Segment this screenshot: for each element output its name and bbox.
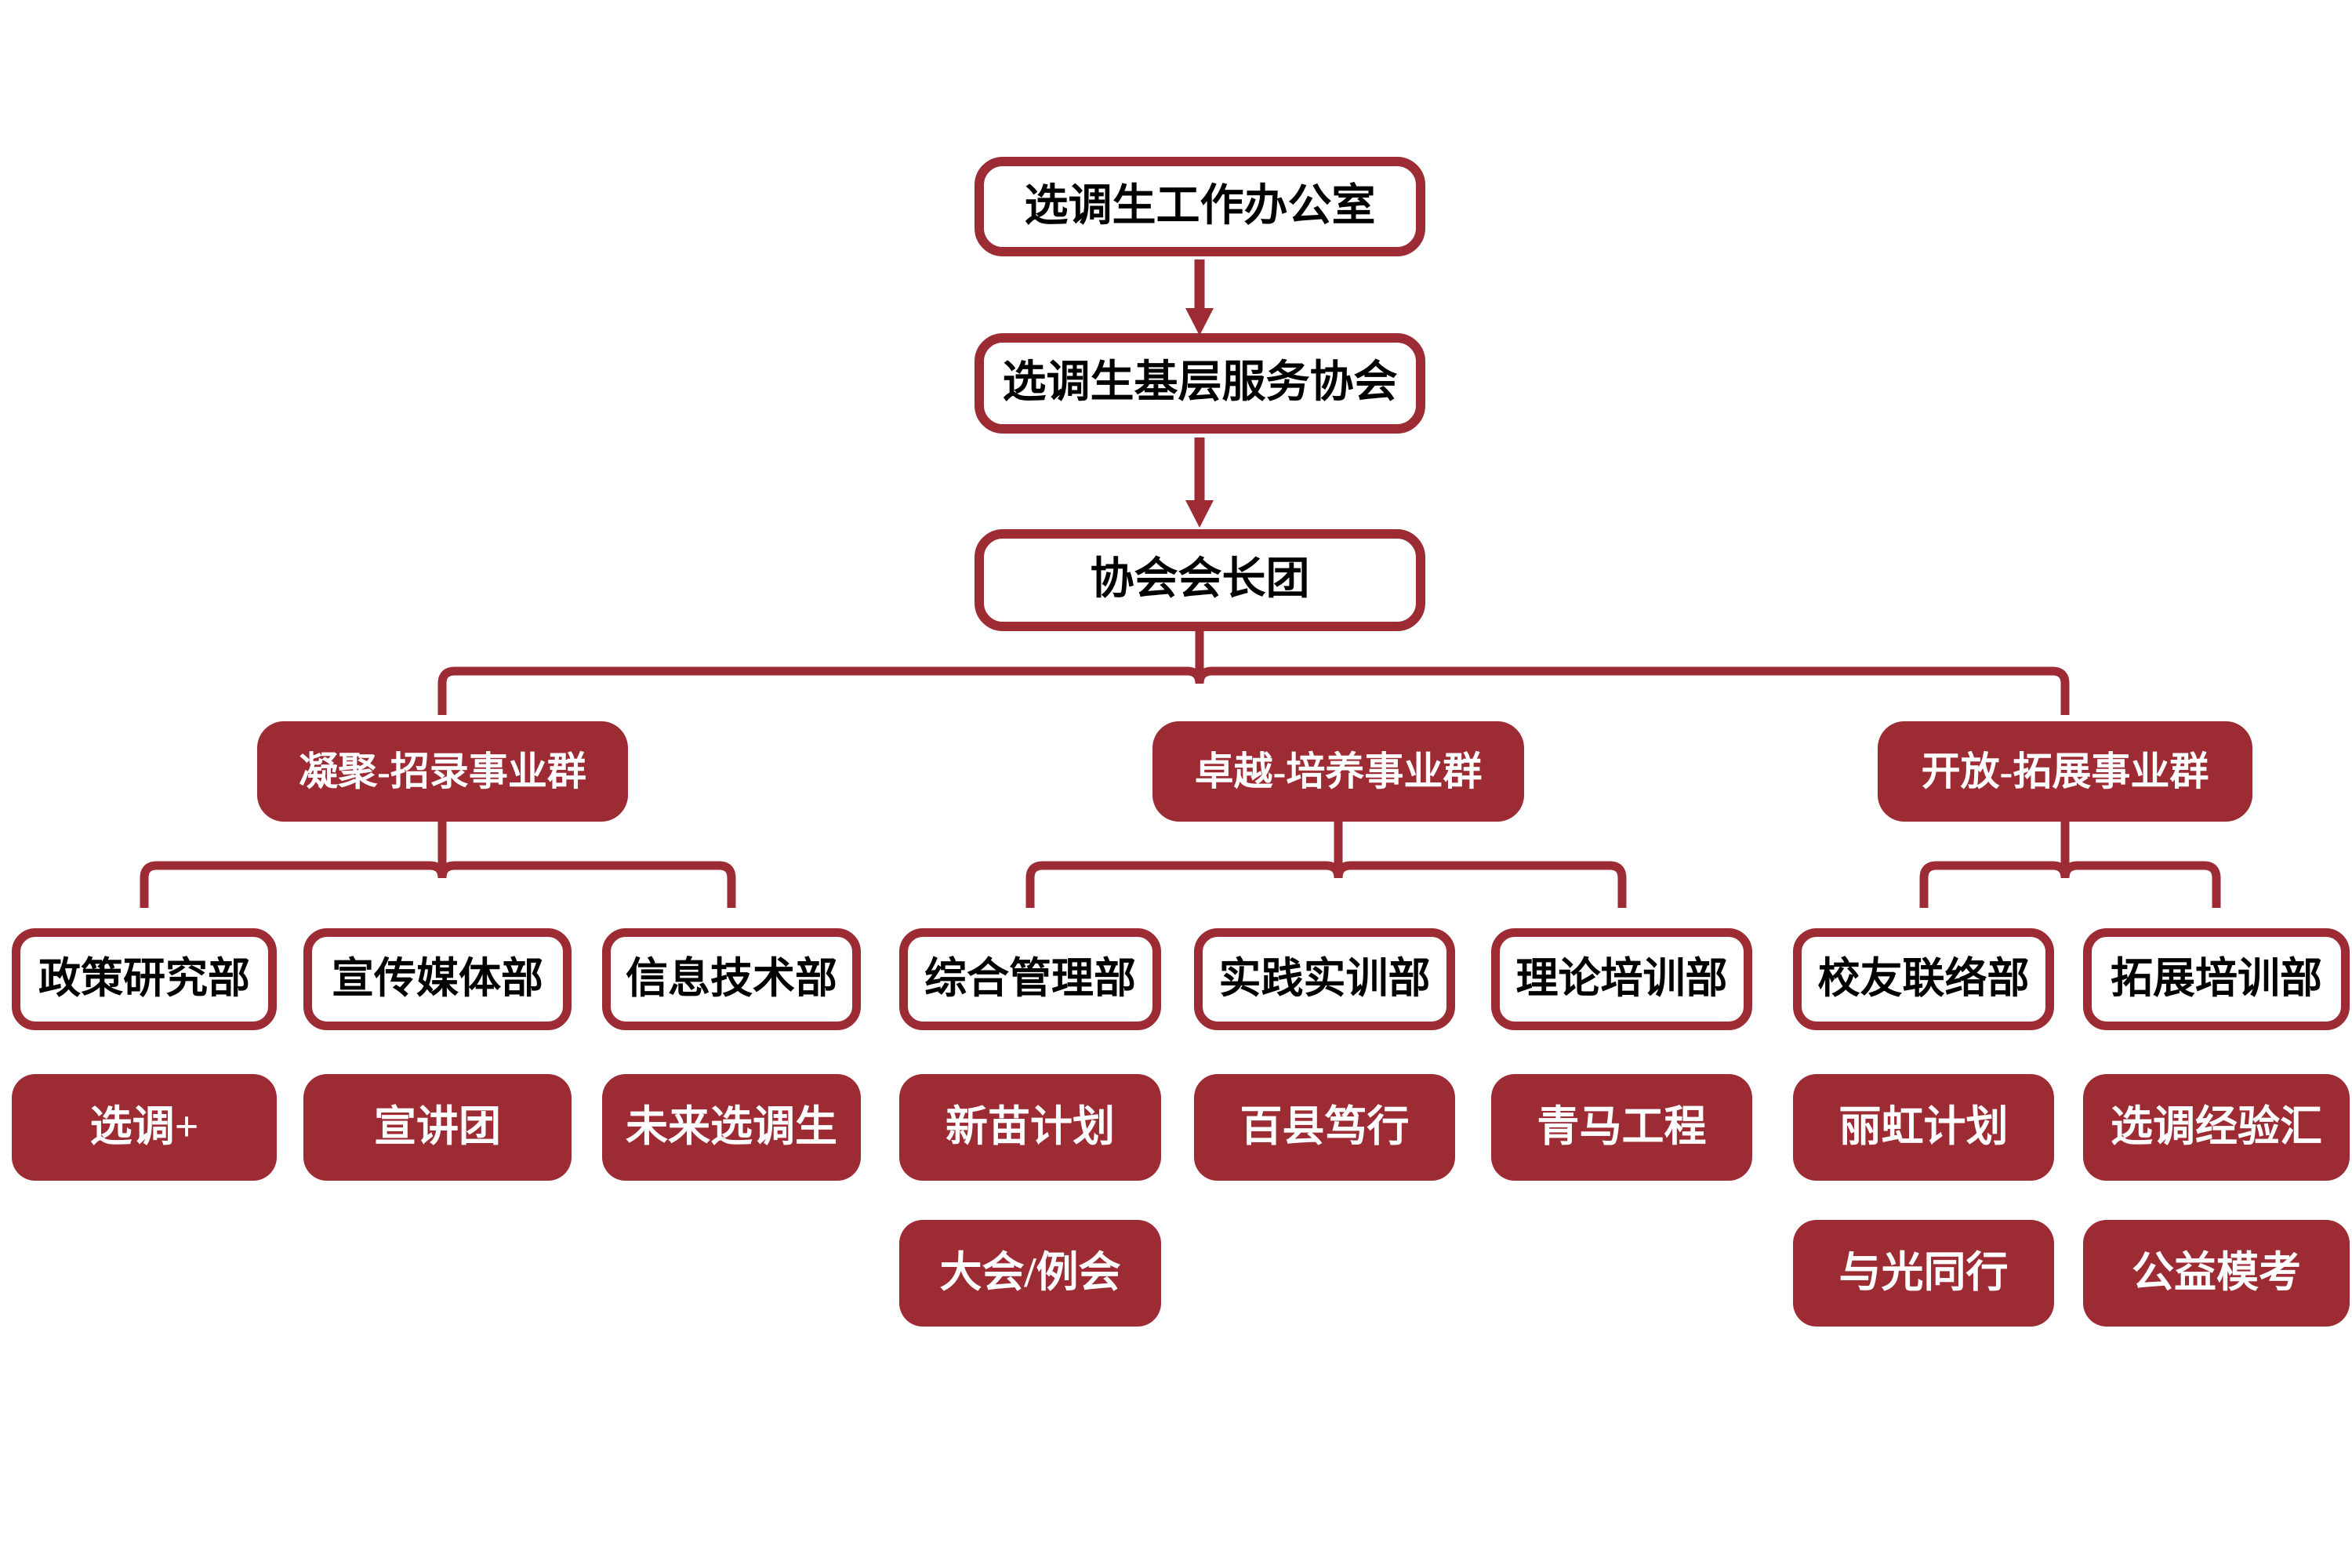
arrow-association-to-presidium	[1185, 437, 1214, 528]
node-program-future-xuandiaosheng: 未来选调生	[602, 1074, 861, 1181]
node-dept-practice-training: 实践实训部	[1194, 928, 1455, 1030]
node-program-xinmiao-plan: 新苗计划	[899, 1074, 1161, 1181]
brace-group2-to-departments	[1025, 822, 1627, 908]
node-program-walk-with-light: 与光同行	[1793, 1220, 2054, 1327]
node-dept-theory-training: 理论培训部	[1491, 928, 1752, 1030]
arrow-office-to-association	[1185, 260, 1214, 336]
node-program-qingma-project: 青马工程	[1491, 1074, 1752, 1181]
node-group-expansion: 开放-拓展事业群	[1878, 721, 2252, 822]
node-program-xuandiao-plus: 选调+	[12, 1074, 277, 1181]
brace-group3-to-departments	[1919, 822, 2221, 908]
node-program-meetings: 大会/例会	[899, 1220, 1161, 1327]
node-dept-media-publicity: 宣传媒体部	[303, 928, 572, 1030]
node-program-lihong-plan: 丽虹计划	[1793, 1074, 2054, 1181]
node-office: 选调生工作办公室	[975, 157, 1425, 256]
node-dept-expansion-training: 拓展培训部	[2083, 928, 2350, 1030]
brace-group1-to-departments	[140, 822, 736, 908]
node-presidium: 协会会长团	[975, 529, 1425, 631]
node-program-baixian-duxing: 百县笃行	[1194, 1074, 1455, 1181]
node-program-experience-hub: 选调经验汇	[2083, 1074, 2350, 1181]
node-group-cultivation: 卓越-培养事业群	[1152, 721, 1524, 822]
node-dept-general-management: 综合管理部	[899, 928, 1161, 1030]
node-program-lecture-group: 宣讲团	[303, 1074, 572, 1181]
brace-presidium-to-groups	[437, 631, 2070, 715]
node-program-charity-mock-exam: 公益模考	[2083, 1220, 2350, 1327]
node-dept-information-tech: 信息技术部	[602, 928, 861, 1030]
node-association: 选调生基层服务协会	[975, 333, 1425, 434]
node-dept-policy-research: 政策研究部	[12, 928, 277, 1030]
node-dept-alumni-liaison: 校友联络部	[1793, 928, 2054, 1030]
node-group-recruitment: 凝聚-招录事业群	[257, 721, 628, 822]
